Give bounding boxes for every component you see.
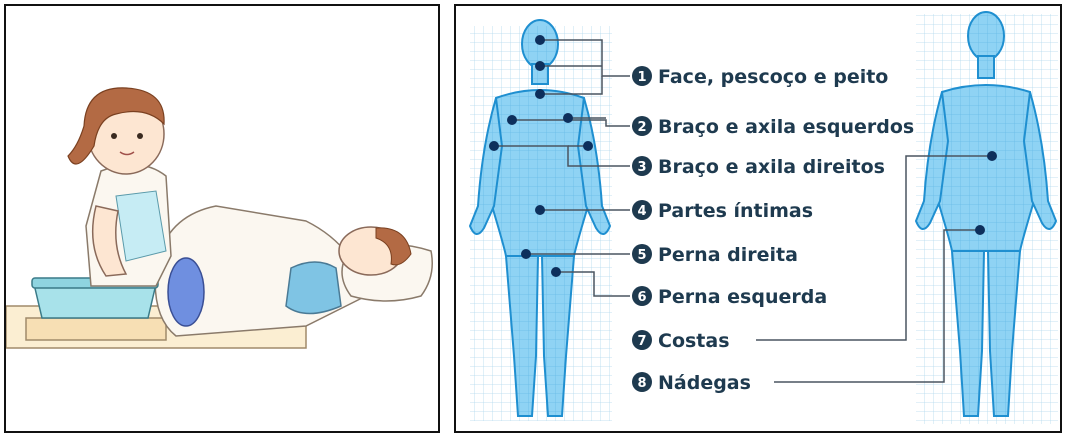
caregiver-illustration-panel: [4, 4, 440, 433]
back-body-figure: [916, 12, 1058, 424]
legend-item-1: 1 Face, pescoço e peito: [632, 66, 888, 88]
legend-label: Braço e axila direitos: [658, 156, 885, 178]
caregiver-bathing-illustration: [6, 6, 438, 431]
legend-item-3: 3 Braço e axila direitos: [632, 156, 885, 178]
legend-item-5: 5 Perna direita: [632, 244, 798, 266]
legend-label: Perna direita: [658, 244, 798, 266]
legend-item-4: 4 Partes íntimas: [632, 200, 813, 222]
dot-intimate: [535, 205, 545, 215]
dot-buttocks: [975, 225, 985, 235]
dot-left-leg: [551, 267, 561, 277]
legend: 1 Face, pescoço e peito 2 Braço e axila …: [632, 66, 914, 394]
caregiver-eye-left: [111, 133, 117, 139]
patient-shirt: [286, 262, 341, 314]
legend-number: 6: [637, 290, 646, 305]
caregiver-eye-right: [137, 133, 143, 139]
patient-arm: [168, 258, 204, 326]
towel: [26, 318, 166, 340]
legend-number: 3: [637, 160, 646, 175]
legend-number: 5: [637, 248, 646, 263]
legend-number: 7: [637, 334, 646, 349]
legend-label: Face, pescoço e peito: [658, 66, 888, 88]
legend-label: Partes íntimas: [658, 200, 813, 222]
legend-number: 1: [637, 70, 646, 85]
body-diagram-svg: 1 Face, pescoço e peito 2 Braço e axila …: [456, 6, 1060, 431]
legend-number: 2: [637, 120, 646, 135]
front-body-figure: [470, 20, 612, 421]
dot-face: [535, 35, 545, 45]
dot-right-leg: [521, 249, 531, 259]
dot-left-arm: [489, 141, 499, 151]
body-washing-order-diagram: 1 Face, pescoço e peito 2 Braço e axila …: [454, 4, 1062, 433]
dot-right-armpit: [563, 113, 573, 123]
wash-basin: [34, 284, 156, 318]
dot-chest: [535, 89, 545, 99]
legend-item-8: 8 Nádegas: [632, 372, 751, 394]
dot-left-armpit: [507, 115, 517, 125]
legend-item-2: 2 Braço e axila esquerdos: [632, 116, 914, 138]
dot-neck: [535, 61, 545, 71]
legend-label: Perna esquerda: [658, 286, 827, 308]
dot-right-arm: [583, 141, 593, 151]
legend-label: Braço e axila esquerdos: [658, 116, 914, 138]
dot-back: [987, 151, 997, 161]
legend-item-6: 6 Perna esquerda: [632, 286, 827, 308]
legend-number: 8: [637, 376, 646, 391]
legend-item-7: 7 Costas: [632, 330, 730, 352]
legend-label: Costas: [658, 330, 730, 352]
legend-label: Nádegas: [658, 372, 751, 394]
legend-number: 4: [637, 204, 646, 219]
